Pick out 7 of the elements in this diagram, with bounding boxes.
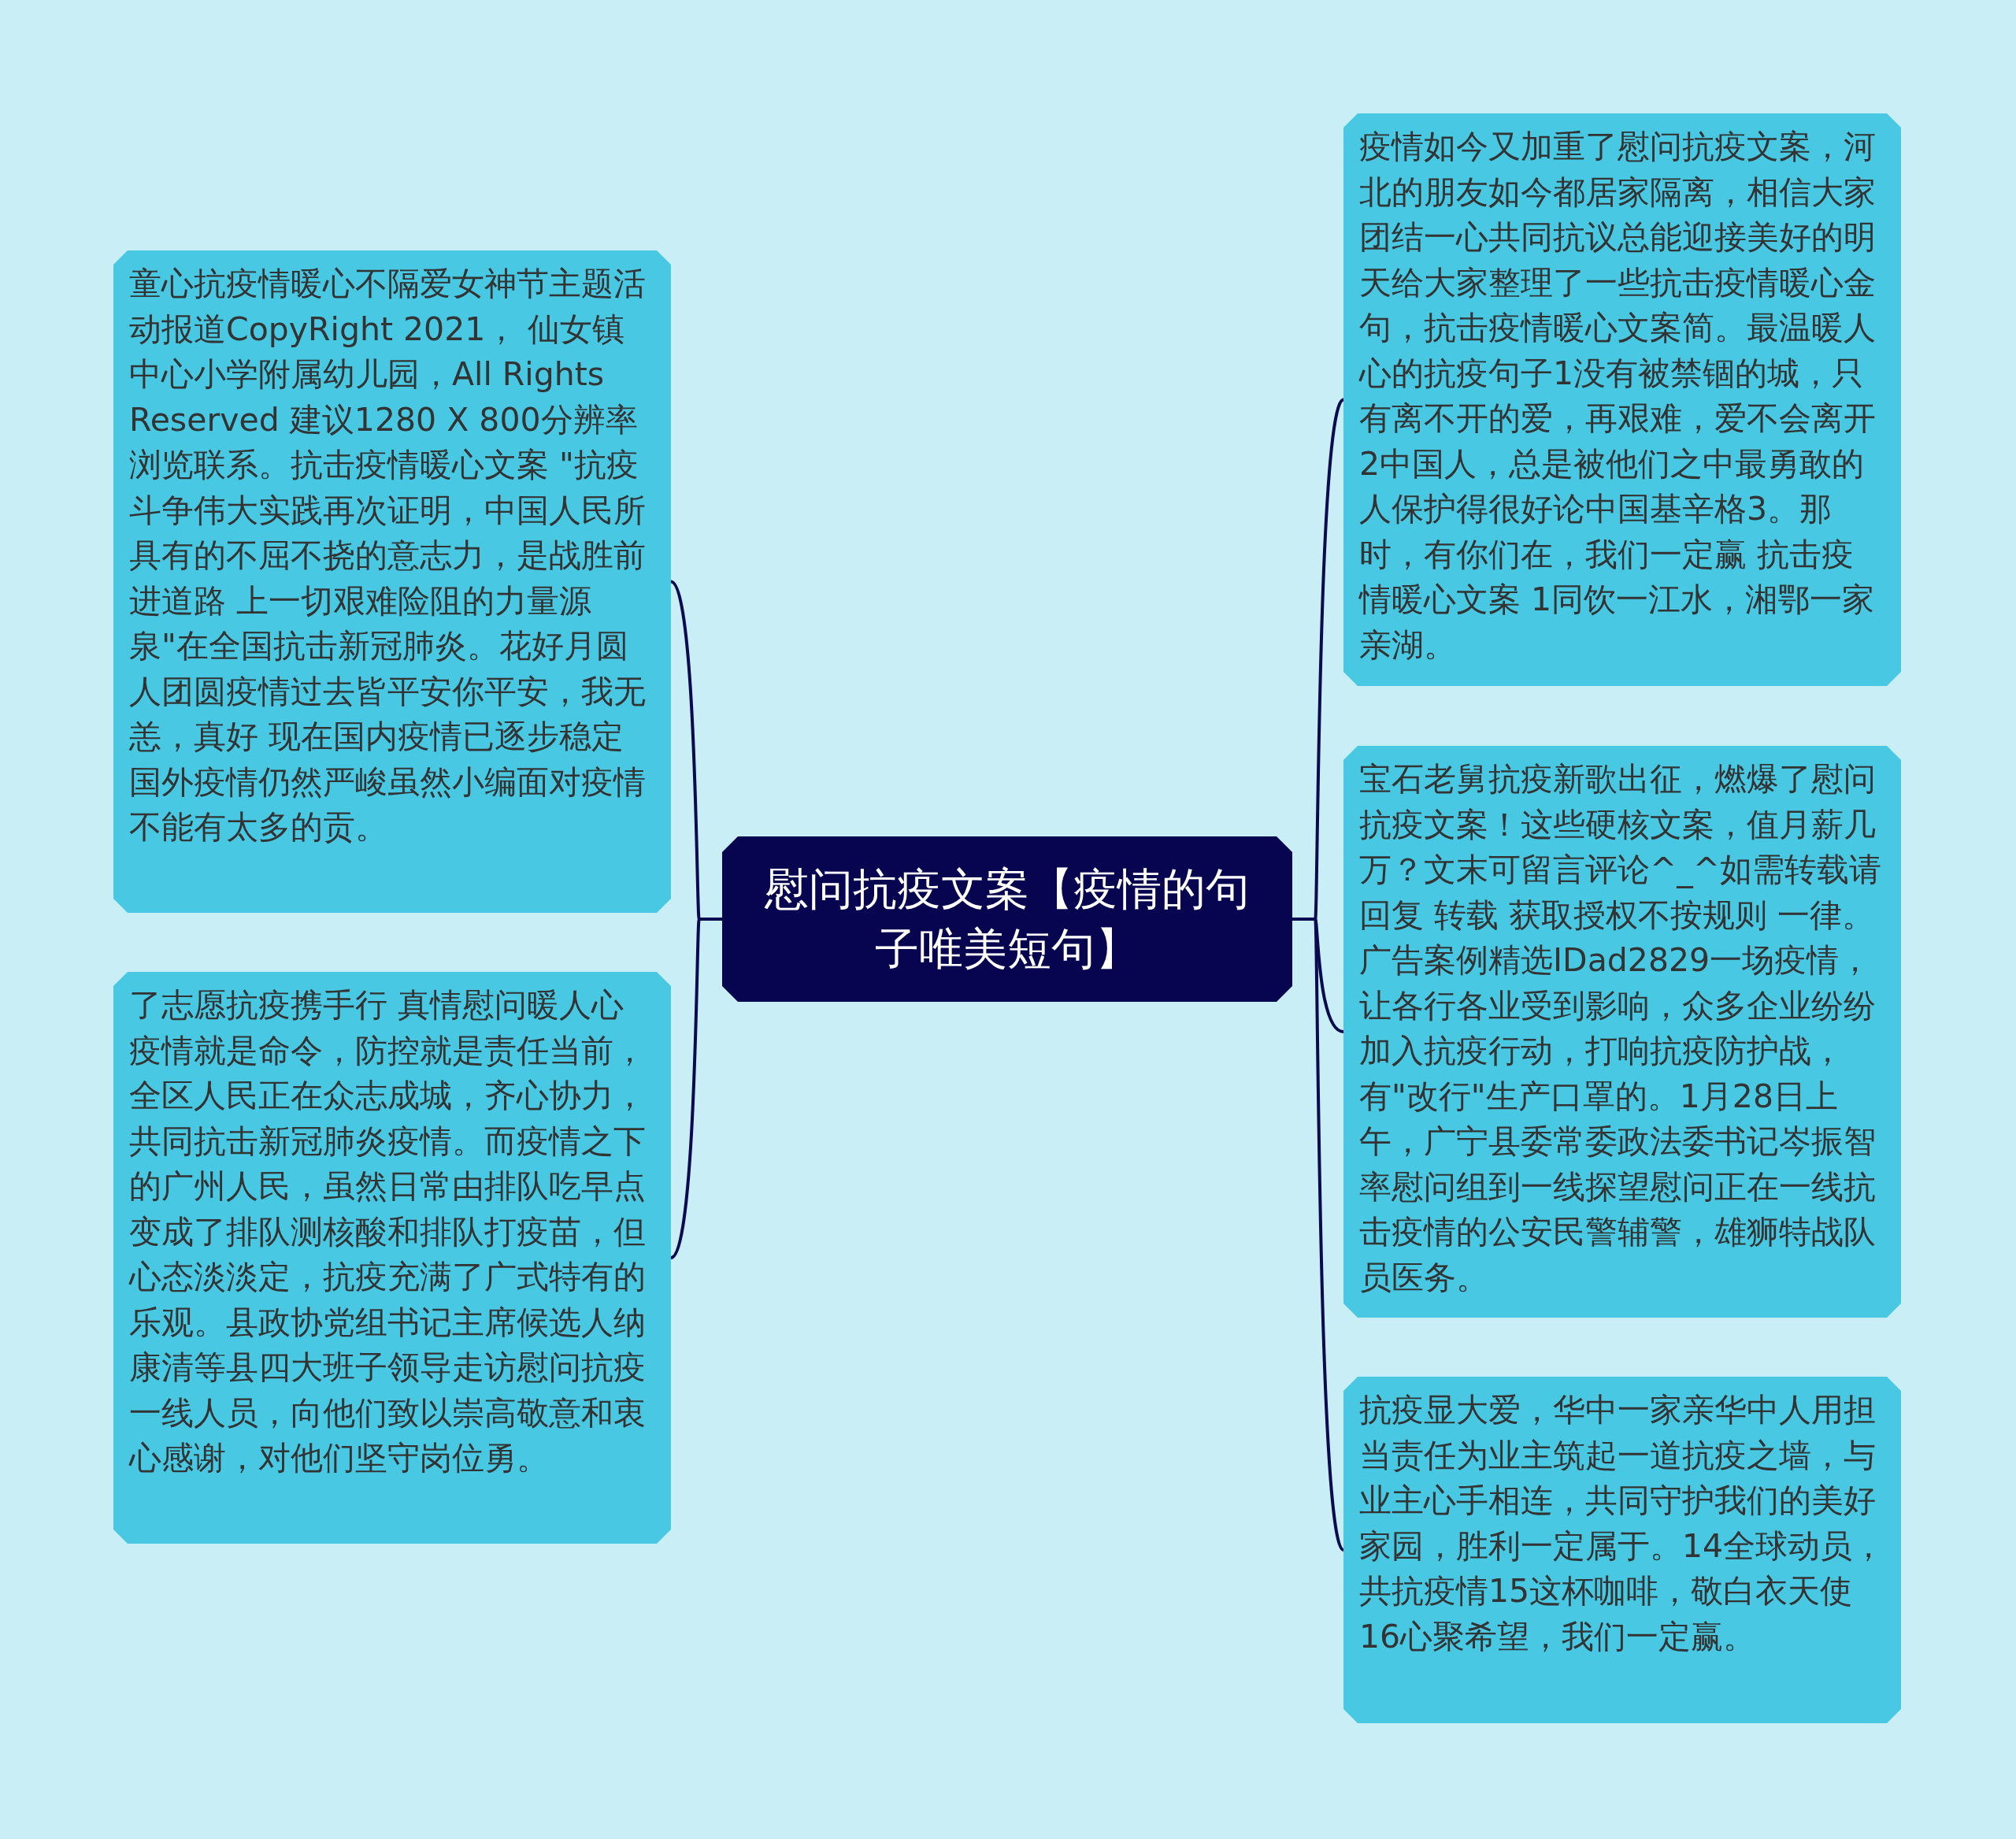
text-box: 疫情如今又加重了慰问抗疫文案，河北的朋友如今都居家隔离，相信大家团结一心共同抗议总能迎接美好的明天给大家整理了一些抗击疫情暖心金句，抗击疫情暖心文案简。最温暖人心的抗疫句子1没有被禁锢的城，只有离不开的爱，再艰难，爱不会离开2中国人，总是被他们之中最勇敢的人保护得很好论中国基辛格3。那时，有你们在，我们一定赢 抗击疫情暖心文案 1同饮一江水，湘鄂一家亲湖。 <box>1343 113 1901 686</box>
topic-box: 慰问抗疫文案【疫情的句子唯美短句】 <box>722 836 1292 1002</box>
text-box: 童心抗疫情暖心不隔爱女神节主题活动报道CopyRight 2021， 仙女镇中心小学附属幼儿园，All Rights Reserved 建议1280 X 800分辨率浏览联系。抗击疫情暖心文案 "抗疫斗争伟大实践再次证明，中国人民所具有的不屈不挠的意志力，是战胜前进道路 上一切艰难险阻的力量源泉"在全国抗击新冠肺炎。花好月圆人团圆疫情过去皆平安你平安，我无恙，真好 现在国内疫情已逐步稳定国外疫情仍然严峻虽然小编面对疫情不能有太多的贡。 <box>113 250 671 913</box>
text-box: 了志愿抗疫携手行 真情慰问暖人心疫情就是命令，防控就是责任当前，全区人民正在众志成城，齐心协力，共同抗击新冠肺炎疫情。而疫情之下的广州人民，虽然日常由排队吃早点变成了排队测核酸和排队打疫苗，但心态淡淡定，抗疫充满了广式特有的乐观。县政协党组书记主席候选人纳康清等县四大班子领导走访慰问抗疫一线人员，向他们致以崇高敬意和衷心感谢，对他们坚守岗位勇。 <box>113 972 671 1544</box>
text-box: 宝石老舅抗疫新歌出征，燃爆了慰问抗疫文案！这些硬核文案，值月薪几万？文末可留言评论^_^如需转载请回复 转载 获取授权不按规则 一律。广告案例精选IDad2829一场疫情，让各行各业受到影响，众多企业纷纷加入抗疫行动，打响抗疫防护战，有"改行"生产口罩的。1月28日上午，广宁县委常委政法委书记岑振智率慰问组到一线探望慰问正在一线抗击疫情的公安民警辅警，雄狮特战队员医务。 <box>1343 746 1901 1318</box>
connector-line <box>669 918 722 1259</box>
text-box: 抗疫显大爱，华中一家亲华中人用担当责任为业主筑起一道抗疫之墙，与业主心手相连，共同守护我们的美好家园，胜利一定属于。14全球动员，共抗疫情15这杯咖啡，敬白衣天使16心聚希望，我们一定赢。 <box>1343 1377 1901 1723</box>
